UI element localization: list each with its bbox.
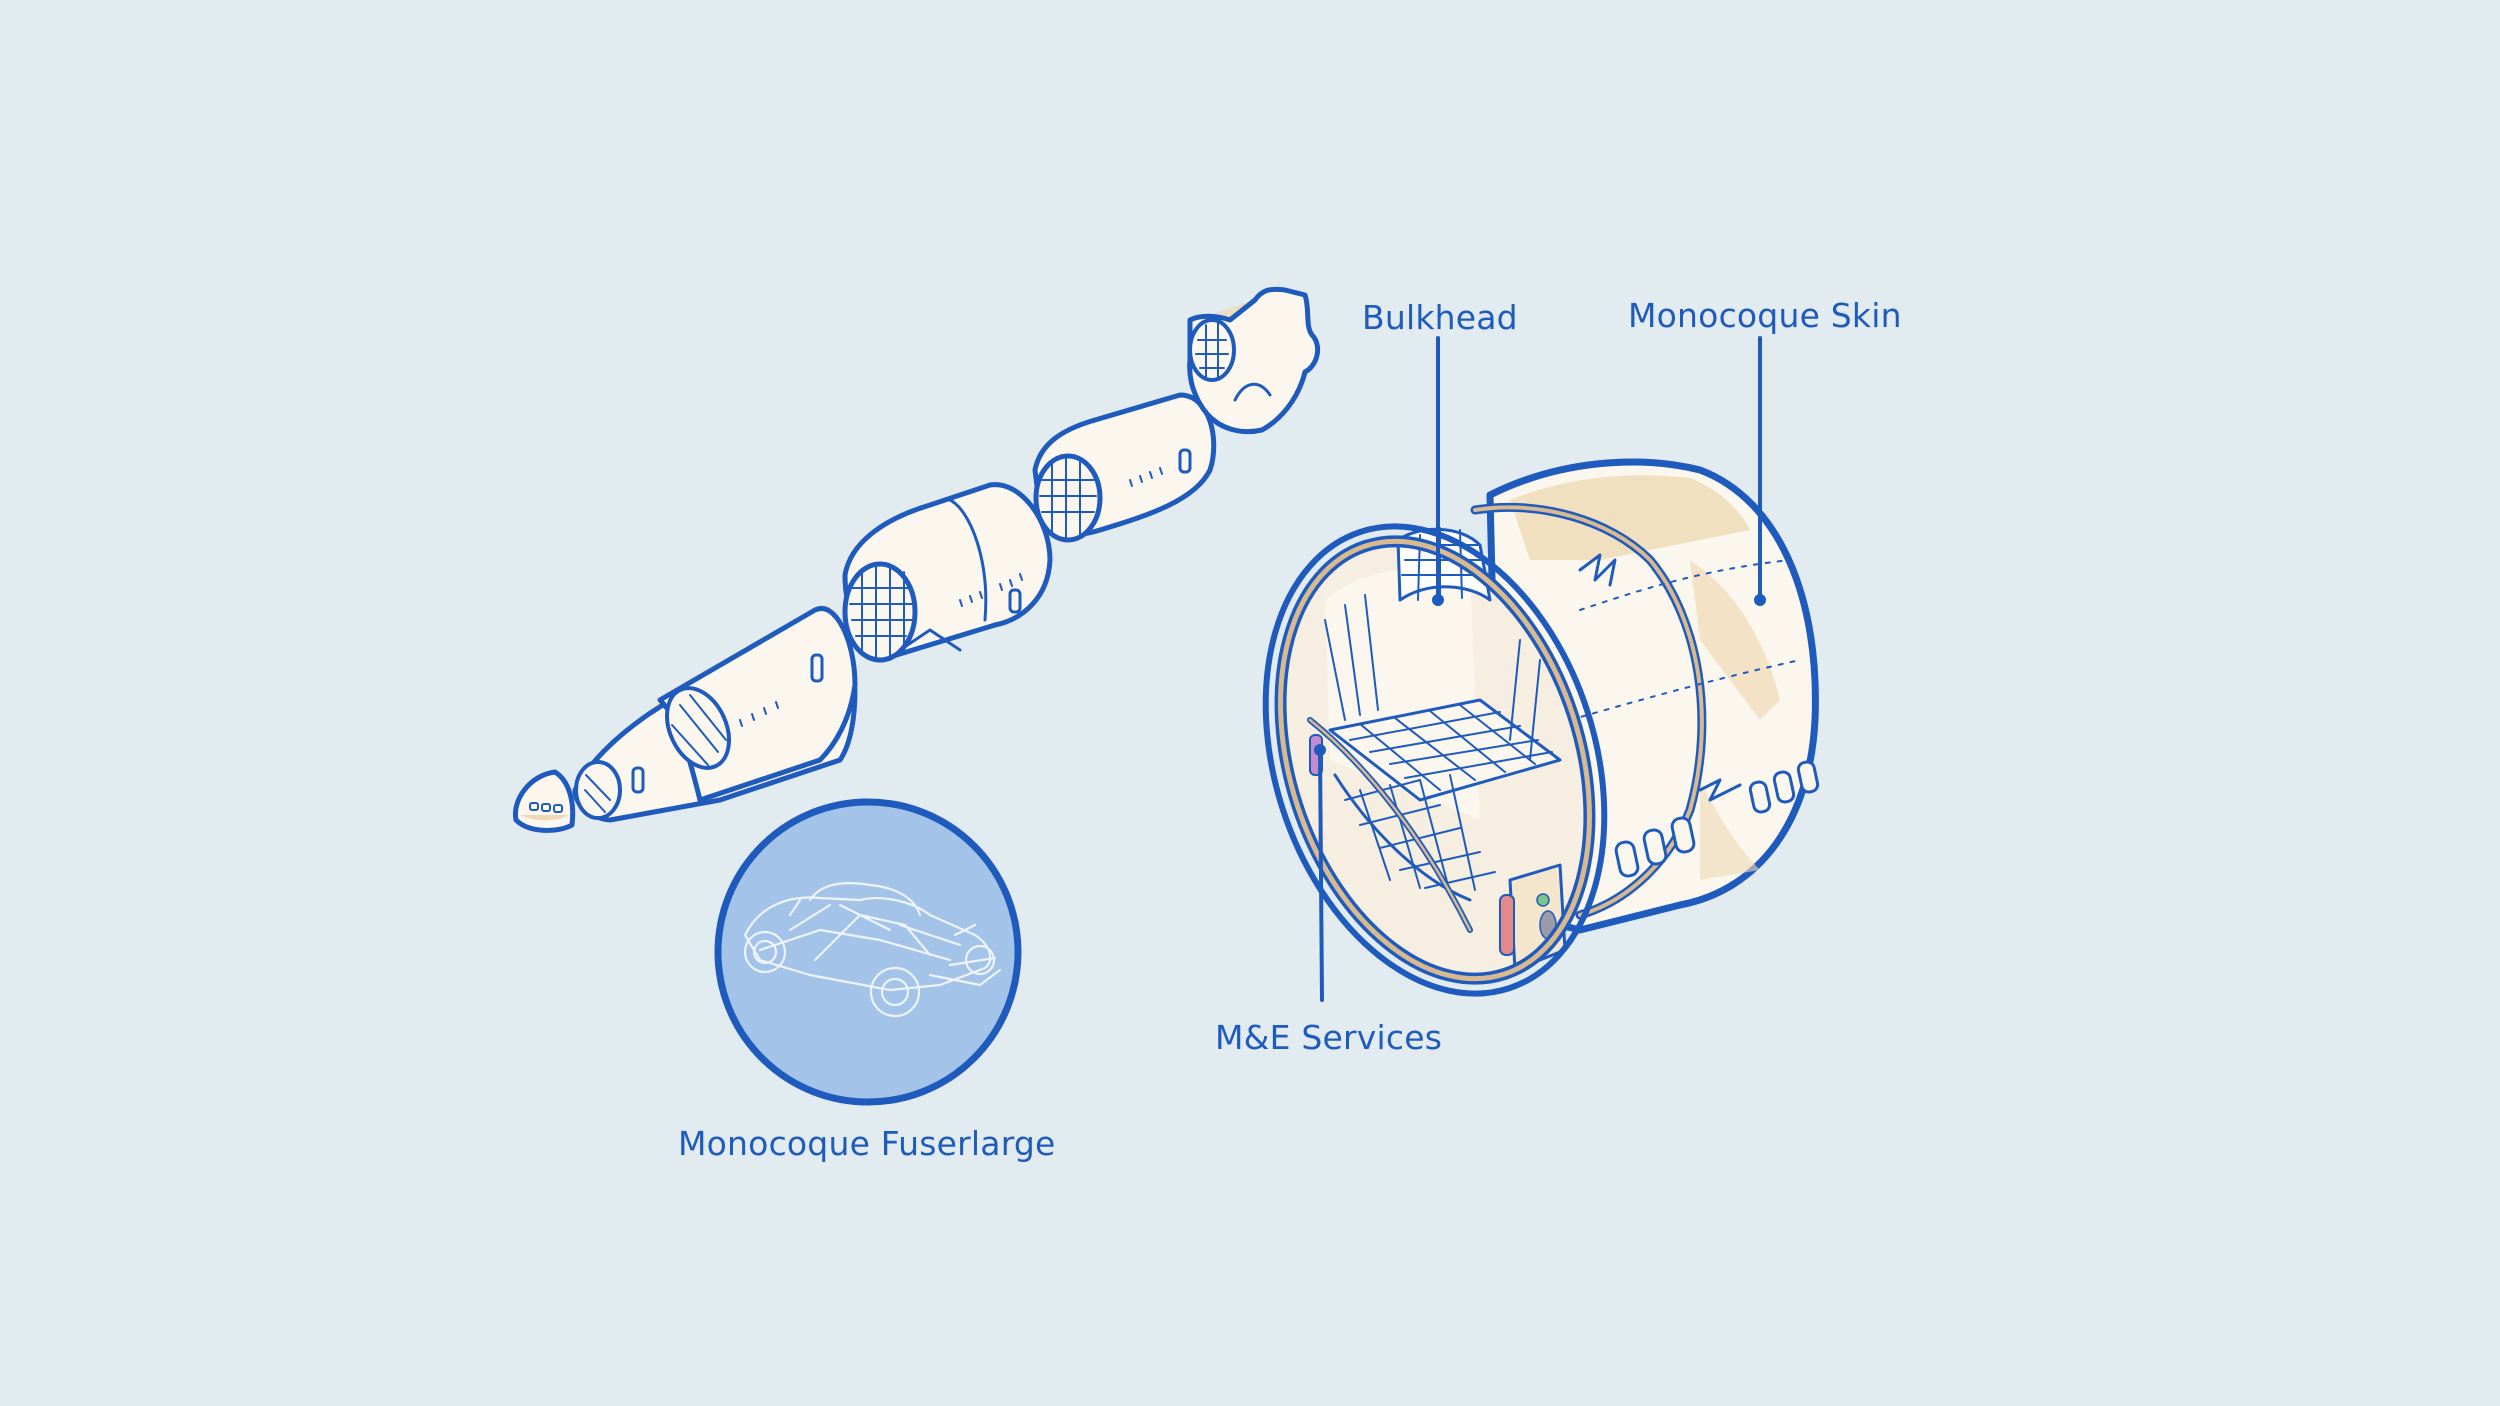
fuselage-section-icon — [657, 604, 858, 803]
monocoque-circle — [714, 798, 1022, 1106]
fuselage-barrel-icon — [1262, 458, 1820, 997]
exploded-fuselage — [512, 286, 1321, 833]
floor-grid — [1328, 698, 1562, 802]
leader-lines — [1314, 336, 1766, 1002]
fuselage-tail-icon — [1187, 286, 1321, 435]
monocoque-fuselage-label: Monocoque Fuserlarge — [678, 1124, 1056, 1163]
car-chassis-icon — [743, 882, 1002, 1018]
fuselage-nose-icon — [512, 769, 576, 833]
fuselage-section-icon — [1032, 392, 1217, 543]
fuselage-section-icon — [842, 482, 1053, 663]
me-services-label: M&E Services — [1215, 1018, 1443, 1057]
services-leader — [1318, 748, 1324, 1002]
monocoque-skin-label: Monocoque Skin — [1628, 296, 1902, 335]
bulkhead-label: Bulkhead — [1362, 298, 1518, 337]
